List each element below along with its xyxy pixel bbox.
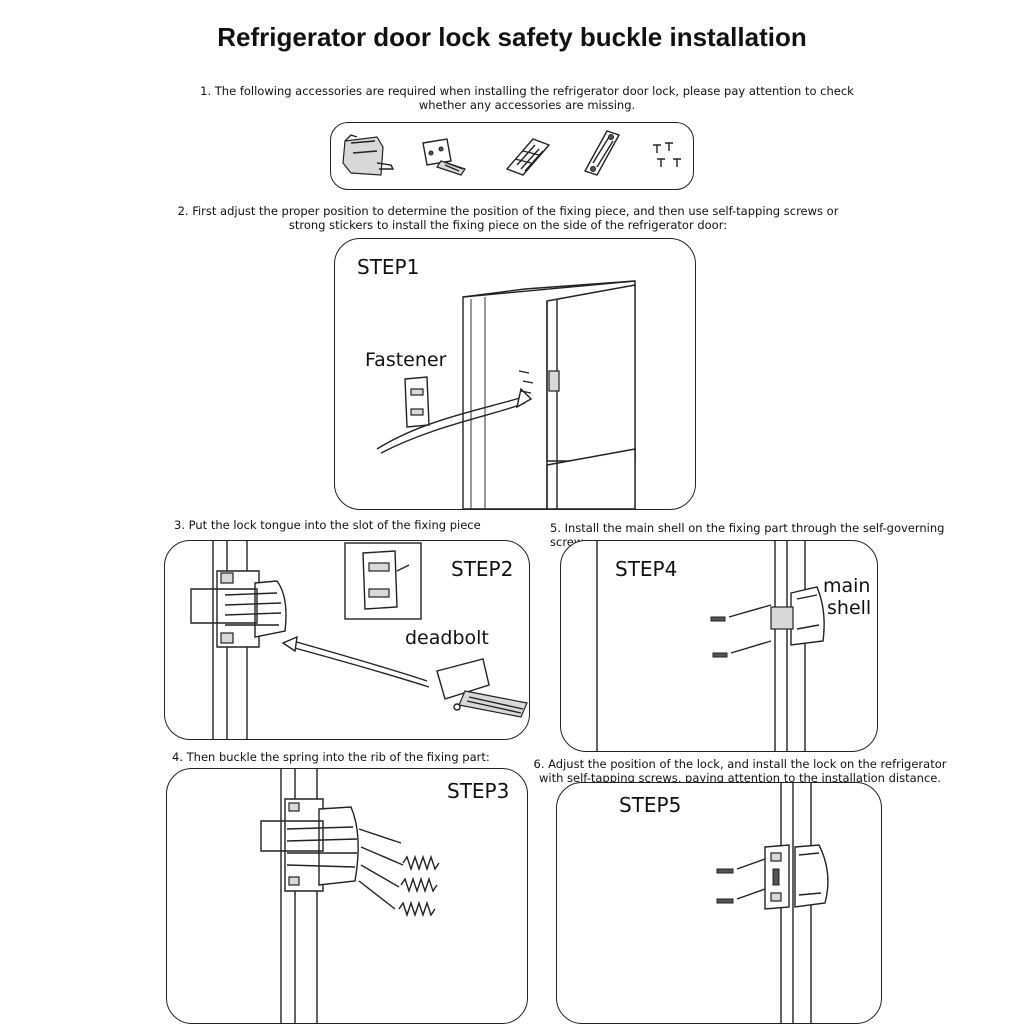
step3-label: STEP3 bbox=[447, 779, 510, 803]
main-shell-label-2: shell bbox=[827, 597, 872, 619]
fixing-piece-with-tongue bbox=[260, 798, 359, 892]
install-arrow bbox=[281, 635, 430, 688]
page-title: Refrigerator door lock safety buckle ins… bbox=[217, 22, 807, 52]
instruction-6: 6. Adjust the position of the lock, and … bbox=[533, 757, 947, 785]
inset-detail bbox=[344, 542, 422, 620]
step5-label: STEP5 bbox=[619, 793, 682, 817]
step1-panel: STEP1 Fastener bbox=[334, 238, 696, 510]
step4-panel: STEP4 main shell bbox=[560, 540, 878, 752]
springs-icon bbox=[398, 854, 440, 918]
instruction-2: 2. First adjust the proper position to d… bbox=[177, 204, 839, 232]
screws-icon bbox=[716, 858, 766, 904]
step2-panel: STEP2 deadbolt bbox=[164, 540, 530, 740]
step3-panel: STEP3 bbox=[166, 768, 528, 1024]
accessories-panel bbox=[330, 122, 694, 190]
instruction-1: 1. The following accessories are require… bbox=[200, 84, 854, 112]
fastener-label: Fastener bbox=[365, 349, 447, 371]
instruction-3: 3. Put the lock tongue into the slot of … bbox=[174, 518, 481, 532]
step1-label: STEP1 bbox=[357, 255, 420, 279]
lock-plate-part-icon bbox=[583, 130, 621, 176]
instruction-4: 4. Then buckle the spring into the rib o… bbox=[172, 750, 490, 764]
main-shell-part-icon bbox=[342, 134, 395, 176]
step2-label: STEP2 bbox=[451, 557, 514, 581]
main-shell-part-icon bbox=[770, 586, 825, 646]
screws-icon bbox=[518, 370, 534, 394]
deadbolt-part-icon bbox=[422, 138, 466, 176]
screws-icon bbox=[710, 604, 772, 658]
step5-panel: STEP5 bbox=[556, 782, 882, 1024]
fixing-piece-part-icon bbox=[505, 138, 551, 176]
lock-plate-part-icon bbox=[764, 844, 790, 910]
screws-icon bbox=[653, 142, 681, 167]
refrigerator-illustration bbox=[462, 280, 636, 509]
fixing-piece-with-tongue bbox=[190, 570, 287, 648]
step4-label: STEP4 bbox=[615, 557, 678, 581]
install-arrow bbox=[376, 387, 533, 454]
door-edge bbox=[596, 541, 806, 751]
main-shell-part-icon bbox=[794, 844, 829, 908]
main-shell-label-1: main bbox=[823, 575, 871, 597]
install-arrows bbox=[358, 828, 404, 910]
deadbolt-label: deadbolt bbox=[405, 627, 489, 649]
deadbolt-part-icon bbox=[436, 658, 528, 718]
fastener-part bbox=[404, 376, 430, 428]
